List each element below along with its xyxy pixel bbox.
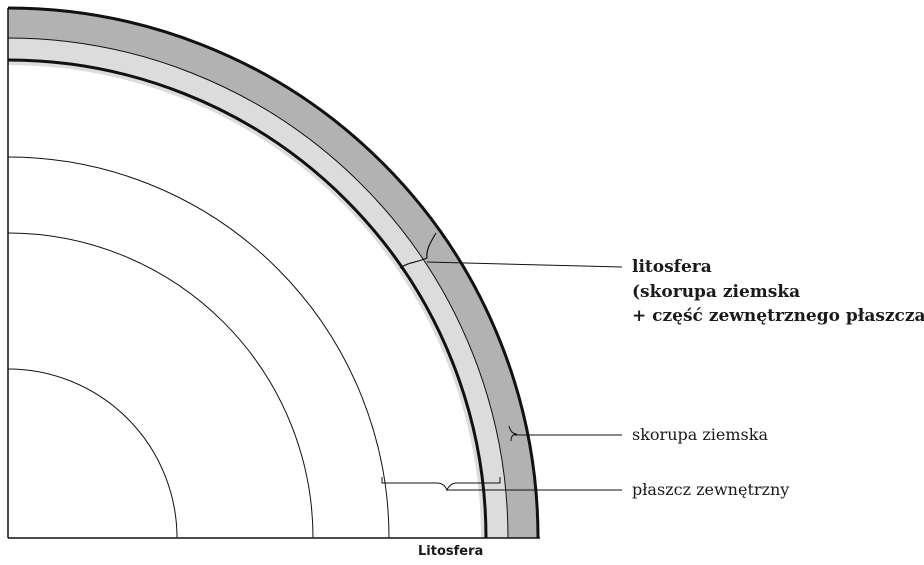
- outer-core-boundary-arc: [7, 232, 314, 539]
- lithospheric-mantle-layer: [8, 38, 508, 538]
- crust-bracket: [508, 425, 518, 442]
- figure-caption: Litosfera: [418, 544, 484, 559]
- moho-boundary-arc: [7, 37, 509, 539]
- lithosphere-bracket: [399, 232, 437, 269]
- lithosphere-label-line-3: + część zewnętrznego płaszcza): [632, 306, 924, 326]
- lithosphere-leader-line: [426, 261, 623, 268]
- lithosphere-label-line-2: (skorupa ziemska: [632, 282, 801, 302]
- lithosphere-base-arc: [7, 58, 488, 539]
- earth-surface-arc: [7, 6, 540, 539]
- lithosphere-label-line-1: litosfera: [632, 257, 712, 277]
- outer-mantle-base-arc: [7, 156, 390, 539]
- crust-label: skorupa ziemska: [632, 425, 768, 444]
- outer-mantle-label: płaszcz zewnętrzny: [632, 480, 790, 499]
- inner-core-boundary-arc: [7, 368, 178, 539]
- crust-layer: [8, 8, 538, 538]
